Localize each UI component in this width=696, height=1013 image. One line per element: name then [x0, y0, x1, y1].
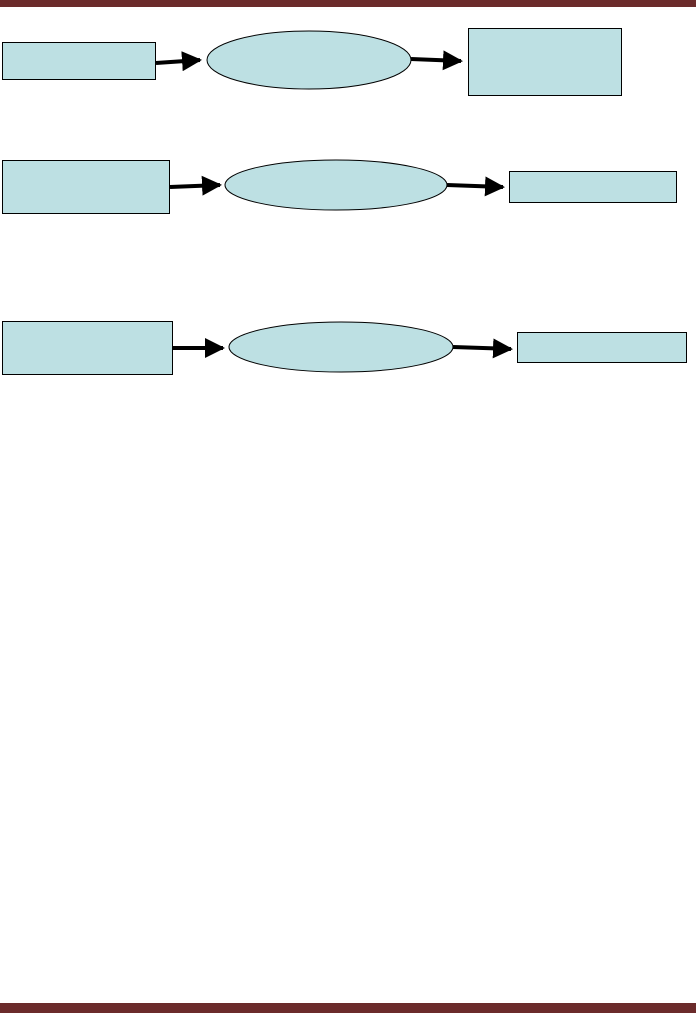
row-2-arrow-out: [446, 176, 505, 197]
row-3-process-ellipse: [228, 321, 454, 373]
row-3-output-box: [517, 332, 687, 363]
page-top-border: [0, 0, 696, 7]
row-1-input-box: [2, 42, 156, 80]
row-2-process-ellipse: [224, 159, 448, 211]
page-bottom-border: [0, 1003, 696, 1013]
row-3-input-box: [2, 321, 173, 375]
flow-row-3: [2, 321, 687, 375]
row-1-process-ellipse: [206, 30, 412, 90]
row-2-arrow-in: [169, 175, 222, 196]
row-2-input-box: [2, 160, 170, 214]
row-2-output-box: [509, 171, 677, 203]
row-1-arrow-out: [410, 50, 463, 71]
row-1-output-box: [468, 28, 622, 96]
row-3-arrow-out: [452, 338, 513, 359]
flow-row-1: [2, 28, 622, 96]
flow-row-2: [2, 159, 677, 214]
row-1-arrow-in: [155, 51, 202, 72]
